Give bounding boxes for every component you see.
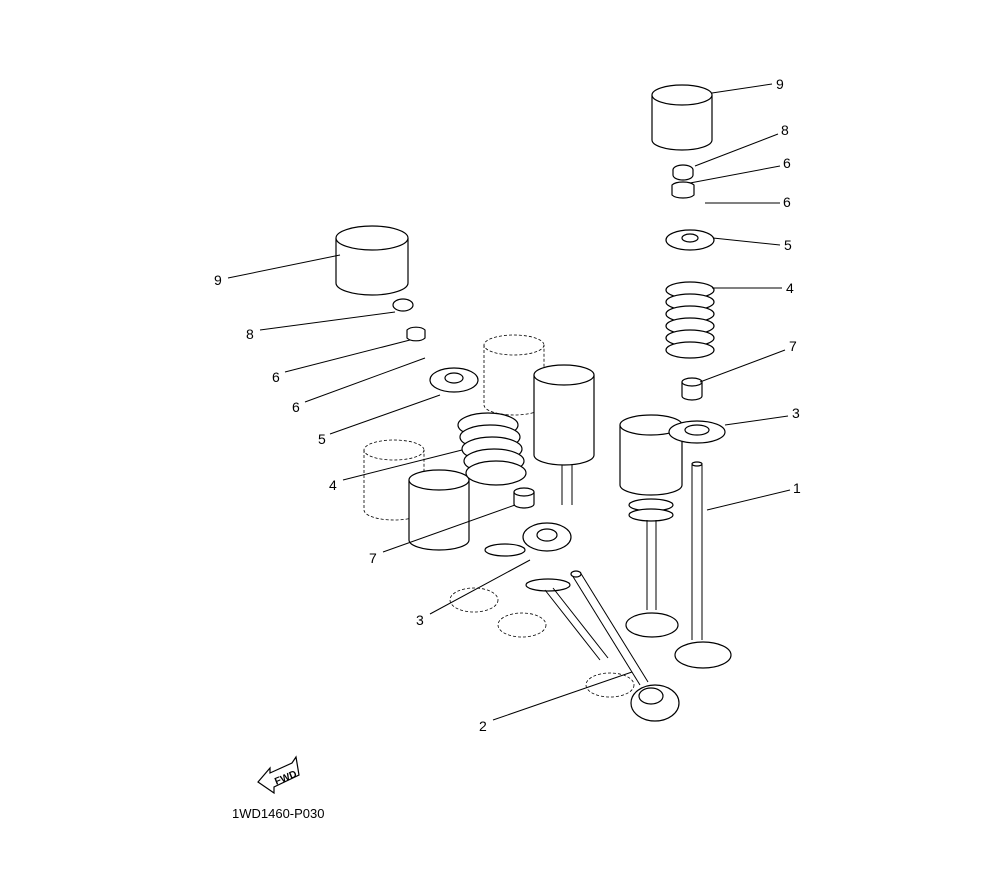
callout-4: 4	[786, 280, 794, 296]
valve-spring-left	[457, 412, 527, 486]
callout-8: 8	[246, 326, 254, 342]
callout-6: 6	[783, 155, 791, 171]
diagram-code: 1WD1460-P030	[232, 806, 325, 821]
callout-3: 3	[792, 405, 800, 421]
callout-8: 8	[781, 122, 789, 138]
valve-spring-right	[665, 281, 715, 359]
callout-9: 9	[776, 76, 784, 92]
callout-7: 7	[369, 550, 377, 566]
mid-lifters	[408, 364, 683, 661]
leader-lines	[227, 83, 791, 721]
fwd-arrow-icon: FWD	[257, 755, 300, 795]
callout-6: 6	[783, 194, 791, 210]
callout-9: 9	[214, 272, 222, 288]
callouts-left: 9 8 6 6 5 4 7 3 2	[214, 272, 487, 734]
callout-6: 6	[272, 369, 280, 385]
callouts-right: 9 8 6 6 5 4 7 3 1	[776, 76, 801, 496]
callout-4: 4	[329, 477, 337, 493]
callout-5: 5	[318, 431, 326, 447]
callout-6: 6	[292, 399, 300, 415]
callout-3: 3	[416, 612, 424, 628]
callout-7: 7	[789, 338, 797, 354]
right-valve-assembly	[651, 84, 732, 669]
left-valve-assembly	[335, 225, 680, 722]
callout-2: 2	[479, 718, 487, 734]
callout-1: 1	[793, 480, 801, 496]
callout-5: 5	[784, 237, 792, 253]
